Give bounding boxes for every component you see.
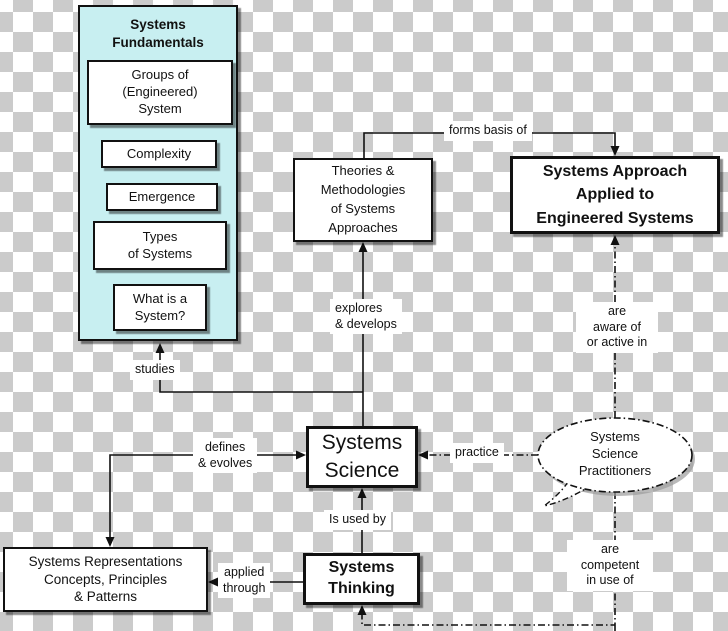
edge-label-studies: studies bbox=[130, 360, 180, 380]
node-systems-thinking: Systems Thinking bbox=[303, 553, 420, 605]
node-theories-methodologies: Theories & Methodologies of Systems Appr… bbox=[293, 158, 433, 242]
arrowheads bbox=[105, 146, 620, 615]
practitioners-bubble bbox=[537, 417, 695, 507]
node-systems-fundamentals: Systems Fundamentals Groups of (Engineer… bbox=[78, 5, 238, 341]
edge-label-defines-evolves: defines & evolves bbox=[193, 438, 258, 474]
node-systems-approach: Systems Approach Applied to Engineered S… bbox=[510, 156, 720, 234]
fundamentals-item-what-is-a-system: What is a System? bbox=[113, 284, 207, 331]
fundamentals-item-emergence: Emergence bbox=[106, 183, 218, 211]
edge-label-explores-develops: explores & develops bbox=[330, 299, 402, 335]
node-systems-representations: Systems Representations Concepts, Princi… bbox=[3, 547, 208, 612]
edge-studies bbox=[159, 352, 363, 393]
fundamentals-title: Systems Fundamentals bbox=[112, 17, 204, 50]
practitioners-bubble-text: Systems Science Practitioners bbox=[578, 429, 652, 478]
edge-label-applied-through: applied through bbox=[218, 563, 271, 599]
edge-label-forms-basis-of: forms basis of bbox=[444, 121, 532, 141]
edge-label-are-competent: are competent in use of bbox=[567, 540, 653, 591]
fundamentals-item-types: Types of Systems bbox=[93, 221, 227, 270]
edge-label-practice: practice bbox=[450, 443, 504, 463]
fundamentals-item-groups: Groups of (Engineered) System bbox=[87, 60, 233, 125]
edge-label-is-used-by: Is used by bbox=[324, 510, 391, 530]
fundamentals-item-complexity: Complexity bbox=[101, 140, 217, 168]
edge-label-are-aware-of: are aware of or active in bbox=[576, 302, 658, 353]
edge-are-competent bbox=[361, 492, 616, 631]
node-systems-science: Systems Science bbox=[306, 426, 418, 488]
